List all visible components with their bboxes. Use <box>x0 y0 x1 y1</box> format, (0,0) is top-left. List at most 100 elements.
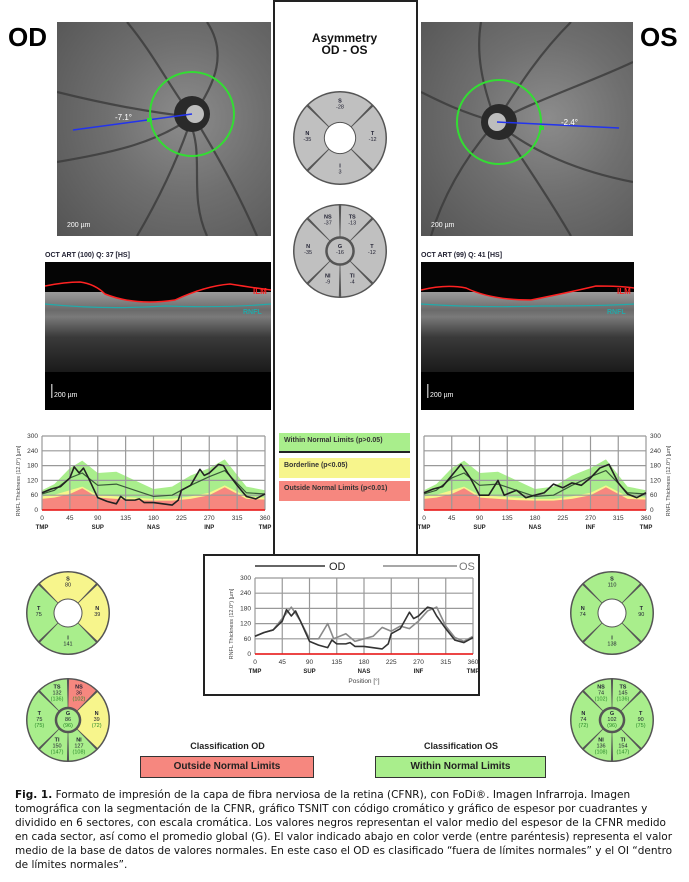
value-ts: -13 <box>348 221 356 227</box>
normal-ti: (147) <box>51 749 64 755</box>
rnfl-label-od: RNFL <box>243 309 262 316</box>
region-label: TMP <box>418 525 430 531</box>
normal-ns: (102) <box>595 697 608 703</box>
normal-ts: (136) <box>617 697 630 703</box>
legend-borderline: Borderline (p<0.05) <box>279 458 410 478</box>
legend-within: Within Normal Limits (p>0.05) <box>279 433 410 453</box>
x-tick-label: 360 <box>641 515 652 522</box>
x-tick-label: 270 <box>585 515 596 522</box>
sector-ti <box>340 261 372 297</box>
figure-number: Fig. 1. <box>15 789 53 801</box>
label-ts: TS <box>54 685 61 691</box>
label-ts: TS <box>349 215 356 221</box>
ilm-label-od: ILM <box>253 287 267 296</box>
normal-ni: (108) <box>595 749 608 755</box>
label-t: T <box>37 606 41 612</box>
fundus-scale-od: 200 µm <box>67 222 91 229</box>
label-ns: NS <box>324 215 332 221</box>
normative-mean-line <box>423 469 647 498</box>
caption-text: Formato de impresión de la capa de fibra… <box>15 789 673 871</box>
quadrant-n <box>78 585 109 641</box>
od-line <box>254 606 474 650</box>
x-tick-label: 270 <box>204 515 215 522</box>
figure-caption: Fig. 1. Formato de impresión de la capa … <box>15 788 680 872</box>
sector-t <box>621 692 653 748</box>
quadrant-i <box>40 623 96 654</box>
normal-n: (72) <box>92 723 102 729</box>
sector-ns <box>584 679 612 711</box>
label-i: I <box>611 635 613 641</box>
region-label: TMP <box>259 525 272 531</box>
x-tick-label: 135 <box>331 659 342 666</box>
sector-ni <box>68 729 96 761</box>
normal-ns: (102) <box>73 697 86 703</box>
label-i: I <box>339 164 341 170</box>
normal-ts: (136) <box>51 697 64 703</box>
label-t: T <box>639 711 643 717</box>
sector-ns <box>308 205 340 241</box>
label-t: T <box>370 244 374 250</box>
sector-n <box>571 692 603 748</box>
label-ts: TS <box>619 685 626 691</box>
y-tick-label: 240 <box>27 448 38 455</box>
label-s: S <box>66 577 70 583</box>
y-tick-label: 240 <box>240 590 251 597</box>
value-s: -28 <box>336 104 344 110</box>
value-g: -16 <box>336 250 344 256</box>
value-s: 80 <box>65 583 71 589</box>
value-t: -12 <box>368 250 376 256</box>
label-i: I <box>67 635 69 641</box>
x-tick-label: 0 <box>422 515 426 522</box>
label-n: N <box>581 711 585 717</box>
fundus-image-od: -7.1° 200 µm <box>57 22 271 236</box>
legend-od-label: OD <box>329 561 346 573</box>
normal-ni: (108) <box>73 749 86 755</box>
rnfl-thickness-line <box>423 463 647 499</box>
value-t: 75 <box>36 612 42 618</box>
asymmetry-title: Asymmetry OD - OS <box>275 32 414 56</box>
value-ti: 150 <box>52 743 61 749</box>
value-ns: 74 <box>598 691 604 697</box>
region-label: SUP <box>92 525 104 531</box>
sector-g <box>601 709 623 731</box>
oct-overlay-os: ILM RNFL 200 µm <box>421 262 634 399</box>
value-i: 3 <box>338 170 341 176</box>
value-n: 39 <box>94 612 100 618</box>
y-tick-label: 180 <box>27 463 38 470</box>
normal-g: (96) <box>63 723 73 729</box>
y-tick-label: 0 <box>34 507 38 514</box>
x-tick-label: 360 <box>468 659 478 666</box>
y-tick-label: 300 <box>240 575 251 582</box>
value-ns: 36 <box>76 691 82 697</box>
y-tick-label: 180 <box>240 605 251 612</box>
asymmetry-title-line1: Asymmetry <box>311 31 378 45</box>
value-n: 74 <box>580 717 586 723</box>
sector-n <box>77 692 109 748</box>
sector-ts <box>612 679 640 711</box>
quadrant-n <box>294 106 329 170</box>
region-label: INF <box>414 669 424 675</box>
region-label: NAS <box>358 669 371 675</box>
os-sector-chart: NS74(102)TS145(136)N74(72)T90(75)NI136(1… <box>570 678 654 762</box>
quadrant-t <box>622 585 653 641</box>
x-tick-label: 0 <box>40 515 44 522</box>
value-i: 138 <box>607 641 616 647</box>
label-ni: NI <box>76 737 82 743</box>
region-label: TMP <box>640 525 653 531</box>
sector-ti <box>40 729 68 761</box>
oct-scan-od: ILM RNFL 200 µm <box>45 262 271 410</box>
value-g: 86 <box>65 717 71 723</box>
classification-od-title: Classification OD <box>190 741 265 751</box>
label-n: N <box>581 606 585 612</box>
label-n: N <box>306 244 310 250</box>
sector-n <box>294 219 330 283</box>
y-tick-label: 0 <box>650 507 654 514</box>
value-ts: 132 <box>52 691 61 697</box>
value-ns: -37 <box>324 221 332 227</box>
x-tick-label: 225 <box>386 659 397 666</box>
